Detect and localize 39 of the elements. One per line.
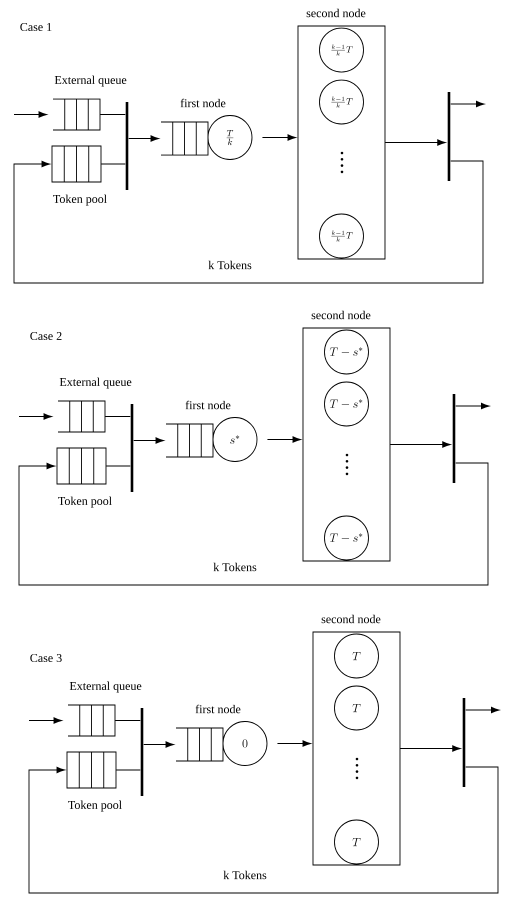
queue-label: Token pool: [68, 800, 122, 812]
queue-label: first node: [196, 704, 240, 714]
arrow: [18, 413, 52, 420]
station-label: second node: [322, 614, 380, 624]
case-label: Case 2: [30, 332, 62, 340]
arrow: [128, 135, 160, 142]
arrow: [390, 441, 451, 448]
arrow: [14, 160, 484, 284]
queue-label: External queue: [70, 682, 142, 692]
synchronization-bar: [126, 102, 128, 190]
station-label: second node: [312, 310, 370, 320]
case-label: Case 1: [20, 22, 52, 32]
edge-label: k Tokens: [212, 562, 258, 572]
edge-label: k Tokens: [222, 870, 268, 880]
arrow: [400, 745, 461, 752]
arrow: [450, 100, 484, 108]
queue-label: Token pool: [53, 194, 107, 206]
arrow: [133, 437, 164, 444]
arrow: [465, 706, 500, 714]
arrow: [14, 111, 48, 118]
synchronization-bar: [130, 404, 134, 492]
station-label: second node: [306, 8, 366, 18]
arrow: [28, 766, 498, 894]
arrow: [277, 740, 312, 747]
edge-label: k Tokens: [207, 260, 253, 270]
arrow: [28, 717, 62, 724]
queue-label: External queue: [60, 378, 132, 388]
arrow: [385, 139, 446, 146]
queue-label: External queue: [54, 76, 126, 86]
queue-label: first node: [186, 400, 230, 410]
synchronization-bar: [140, 708, 144, 796]
queue-label: Token pool: [58, 496, 112, 508]
arrow: [267, 436, 302, 443]
case-label: Case 3: [30, 654, 62, 662]
arrow: [262, 134, 296, 141]
arrow: [455, 402, 490, 410]
arrow: [143, 741, 174, 748]
queue-label: first node: [180, 98, 226, 108]
arrow: [18, 462, 488, 586]
